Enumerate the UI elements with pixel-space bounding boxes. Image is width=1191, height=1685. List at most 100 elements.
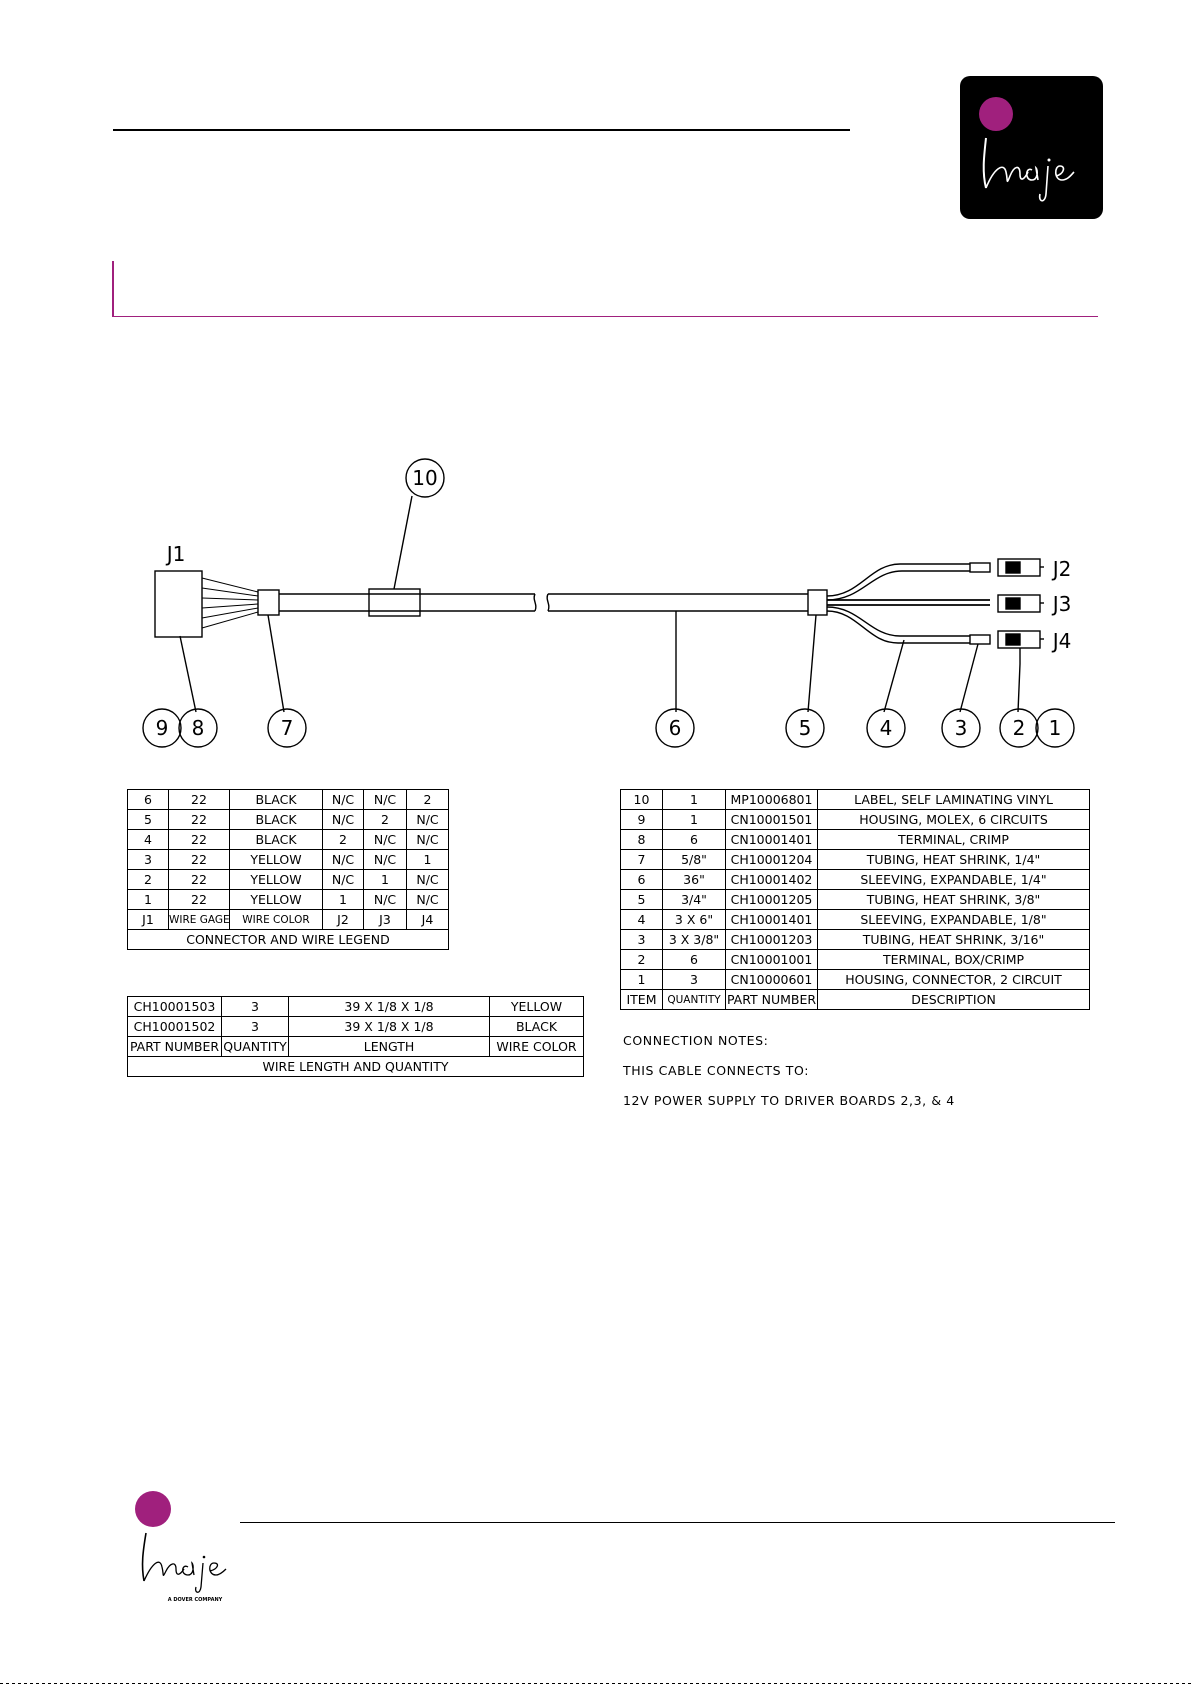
callout-7: 7: [281, 716, 294, 740]
connection-notes-title: CONNECTION NOTES:: [623, 1033, 769, 1048]
table-cell: 2: [363, 809, 407, 830]
table-cell: 2: [406, 789, 449, 810]
table-cell: 5/8": [662, 849, 726, 870]
table-cell: 6: [662, 949, 726, 970]
table-cell: CH10001503: [127, 996, 222, 1017]
table-caption: WIRE LENGTH AND QUANTITY: [127, 1056, 584, 1077]
table-caption-row: WIRE LENGTH AND QUANTITY: [127, 1056, 584, 1077]
column-header: PART NUMBER: [127, 1036, 222, 1057]
table-cell: CH10001203: [725, 929, 818, 950]
table-caption: CONNECTOR AND WIRE LEGEND: [127, 929, 449, 950]
callout-4: 4: [880, 716, 893, 740]
cable-assembly-diagram: J1 J2 J3 J4 10 9 8 7 6 5 4 3 2 1: [142, 458, 1075, 748]
column-header: J4: [406, 909, 449, 930]
table-cell: 3 X 6": [662, 909, 726, 930]
table-cell: 22: [168, 789, 230, 810]
callout-5: 5: [799, 716, 812, 740]
footer-rule: [240, 1522, 1115, 1523]
logo-mark-icon: [979, 97, 1075, 202]
table-cell: 39 X 1/8 X 1/8: [288, 996, 490, 1017]
table-cell: BLACK: [229, 809, 323, 830]
table-cell: TUBING, HEAT SHRINK, 1/4": [817, 849, 1090, 870]
table-cell: 1: [406, 849, 449, 870]
connection-notes-line1: THIS CABLE CONNECTS TO:: [623, 1063, 810, 1078]
brand-logo: [960, 76, 1103, 219]
column-header: DESCRIPTION: [817, 989, 1090, 1010]
table-cell: N/C: [406, 889, 449, 910]
column-header: J3: [363, 909, 407, 930]
table-cell: 3: [221, 1016, 289, 1037]
connector-label-j2: J2: [1051, 557, 1072, 581]
table-cell: CH10001401: [725, 909, 818, 930]
table-cell: CH10001402: [725, 869, 818, 890]
callout-2: 2: [1013, 716, 1026, 740]
heat-shrink-7: [257, 589, 280, 616]
heat-shrink-5: [807, 589, 828, 616]
table-cell: 3: [221, 996, 289, 1017]
table-cell: N/C: [363, 849, 407, 870]
table-cell: 2: [322, 829, 364, 850]
table-cell: N/C: [322, 849, 364, 870]
table-cell: 2: [127, 869, 169, 890]
table-cell: N/C: [406, 829, 449, 850]
table-cell: LABEL, SELF LAMINATING VINYL: [817, 789, 1090, 810]
table-cell: 8: [620, 829, 663, 850]
section-title-bar: [112, 261, 1098, 317]
table-cell: 6: [127, 789, 169, 810]
table-cell: 22: [168, 809, 230, 830]
table-cell: N/C: [363, 889, 407, 910]
table-cell: 6: [662, 829, 726, 850]
table-cell: 5: [620, 889, 663, 910]
table-cell: YELLOW: [229, 889, 323, 910]
table-cell: 10: [620, 789, 663, 810]
table-cell: 22: [168, 869, 230, 890]
column-header: WIRE COLOR: [229, 909, 323, 930]
table-cell: CH10001204: [725, 849, 818, 870]
table-cell: 1: [127, 889, 169, 910]
table-cell: 39 X 1/8 X 1/8: [288, 1016, 490, 1037]
connection-notes-line2: 12V POWER SUPPLY TO DRIVER BOARDS 2,3, &…: [623, 1093, 955, 1108]
column-header: QUANTITY: [221, 1036, 289, 1057]
table-cell: YELLOW: [229, 869, 323, 890]
table-cell: 3 X 3/8": [662, 929, 726, 950]
table-cell: CH10001205: [725, 889, 818, 910]
column-header: WIRE COLOR: [489, 1036, 584, 1057]
column-header: J2: [322, 909, 364, 930]
table-cell: HOUSING, CONNECTOR, 2 CIRCUIT: [817, 969, 1090, 990]
column-header: PART NUMBER: [725, 989, 818, 1010]
callout-9: 9: [156, 716, 169, 740]
table-cell: CN10000601: [725, 969, 818, 990]
table-cell: TUBING, HEAT SHRINK, 3/16": [817, 929, 1090, 950]
table-cell: 1: [363, 869, 407, 890]
table-cell: 4: [127, 829, 169, 850]
table-cell: 3: [127, 849, 169, 870]
table-cell: 22: [168, 849, 230, 870]
table-cell: CN10001401: [725, 829, 818, 850]
label-10: [368, 588, 421, 617]
table-cell: YELLOW: [229, 849, 323, 870]
table-cell: 1: [662, 789, 726, 810]
connector-label-j4: J4: [1051, 629, 1072, 653]
table-cell: SLEEVING, EXPANDABLE, 1/4": [817, 869, 1090, 890]
table-cell: 7: [620, 849, 663, 870]
table-cell: SLEEVING, EXPANDABLE, 1/8": [817, 909, 1090, 930]
table-cell: 6: [620, 869, 663, 890]
table-cell: N/C: [363, 829, 407, 850]
table-cell: N/C: [322, 869, 364, 890]
column-header: WIRE GAGE: [168, 909, 230, 930]
table-cell: 2: [620, 949, 663, 970]
